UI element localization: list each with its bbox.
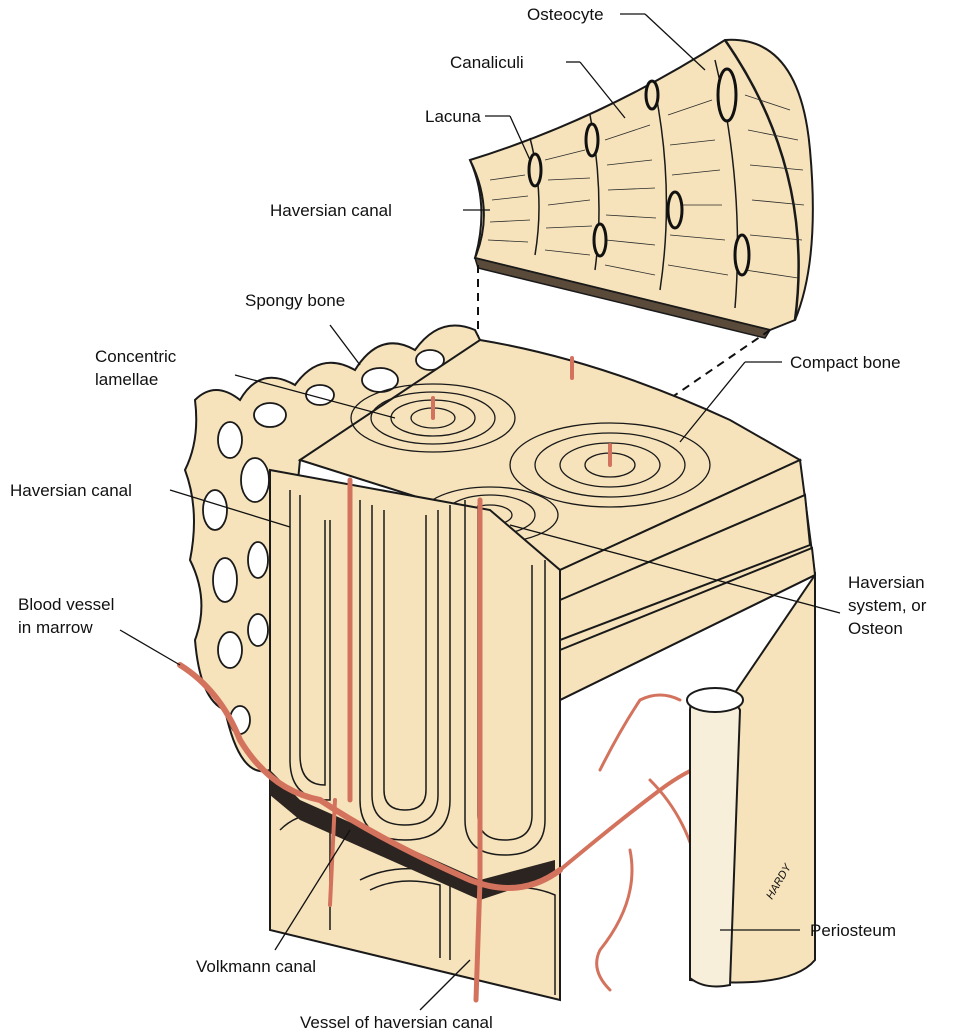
periosteum-roll: HARDY: [687, 575, 815, 986]
label-periosteum: Periosteum: [810, 921, 896, 940]
label-volkmann-canal: Volkmann canal: [196, 957, 316, 976]
label-concentric-line1: Concentric: [95, 347, 177, 366]
label-osteon-line1: Haversian: [848, 573, 925, 592]
label-compact-bone: Compact bone: [790, 353, 901, 372]
label-canaliculi: Canaliculi: [450, 53, 524, 72]
label-osteocyte: Osteocyte: [527, 5, 604, 24]
label-spongy-bone: Spongy bone: [245, 291, 345, 310]
label-haversian-canal-top: Haversian canal: [270, 201, 392, 220]
label-osteon-line2: system, or: [848, 596, 927, 615]
label-lacuna: Lacuna: [425, 107, 481, 126]
lamellae-inset: [470, 40, 813, 338]
label-blood-vessel-line2: in marrow: [18, 618, 93, 637]
label-vessel-haversian: Vessel of haversian canal: [300, 1013, 493, 1032]
label-osteon-line3: Osteon: [848, 619, 903, 638]
label-haversian-canal-left: Haversian canal: [10, 481, 132, 500]
label-blood-vessel-line1: Blood vessel: [18, 595, 114, 614]
label-concentric-line2: lamellae: [95, 370, 158, 389]
